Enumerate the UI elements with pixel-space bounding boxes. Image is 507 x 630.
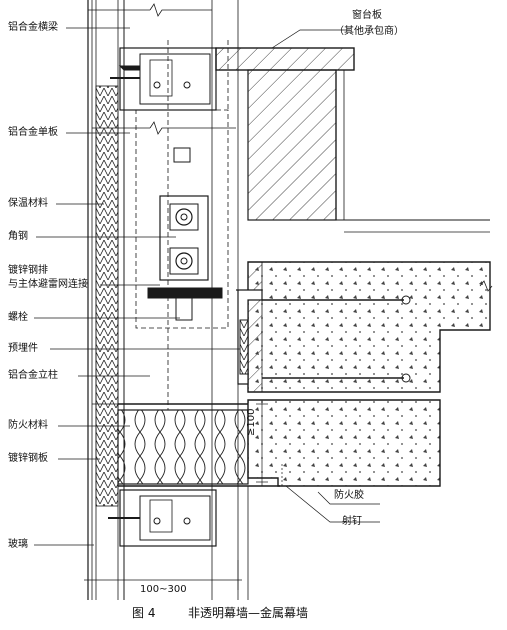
leader-lines-right — [271, 29, 380, 523]
label-galv-strip-line2: 与主体避雷网连接 — [8, 279, 88, 290]
label-fire-glue: 防火胶 — [334, 490, 364, 501]
dimension-height: ≥100 — [246, 408, 257, 436]
break-lines — [88, 3, 493, 405]
dimension-width: 100~300 — [140, 584, 187, 595]
label-nail: 射钉 — [342, 516, 362, 527]
bracket-assembly — [147, 147, 263, 385]
label-embed: 预埋件 — [8, 343, 38, 354]
window-sill-board — [215, 47, 355, 71]
bottom-transom-block — [108, 489, 217, 547]
label-galv-strip-line1: 镀锌钢排 — [8, 265, 48, 276]
upper-wall — [247, 69, 490, 233]
label-galv-sheet: 镀锌钢板 — [8, 453, 48, 464]
figure-number: 图 4 — [132, 606, 156, 620]
label-sill-note: （其他承包商） — [334, 26, 404, 37]
label-aluminum-panel: 铝合金单板 — [8, 127, 58, 138]
fire-material-block — [117, 403, 280, 487]
label-mullion: 铝合金立柱 — [8, 370, 58, 381]
top-transom-block — [110, 47, 217, 111]
label-insulation: 保温材料 — [8, 198, 48, 209]
label-angle-steel: 角钢 — [8, 231, 28, 242]
insulation-strip — [95, 85, 119, 507]
dimension-lines — [84, 400, 283, 590]
leader-lines-left — [34, 27, 240, 546]
figure-title: 非透明幕墙—金属幕墙 — [188, 606, 309, 620]
label-bolt: 螺栓 — [8, 312, 28, 323]
concrete-slab — [247, 261, 491, 393]
label-fire-material: 防火材料 — [8, 420, 48, 431]
label-sill: 窗台板 — [352, 10, 382, 21]
label-transom: 铝合金横梁 — [8, 22, 58, 33]
label-glass: 玻璃 — [8, 539, 28, 550]
